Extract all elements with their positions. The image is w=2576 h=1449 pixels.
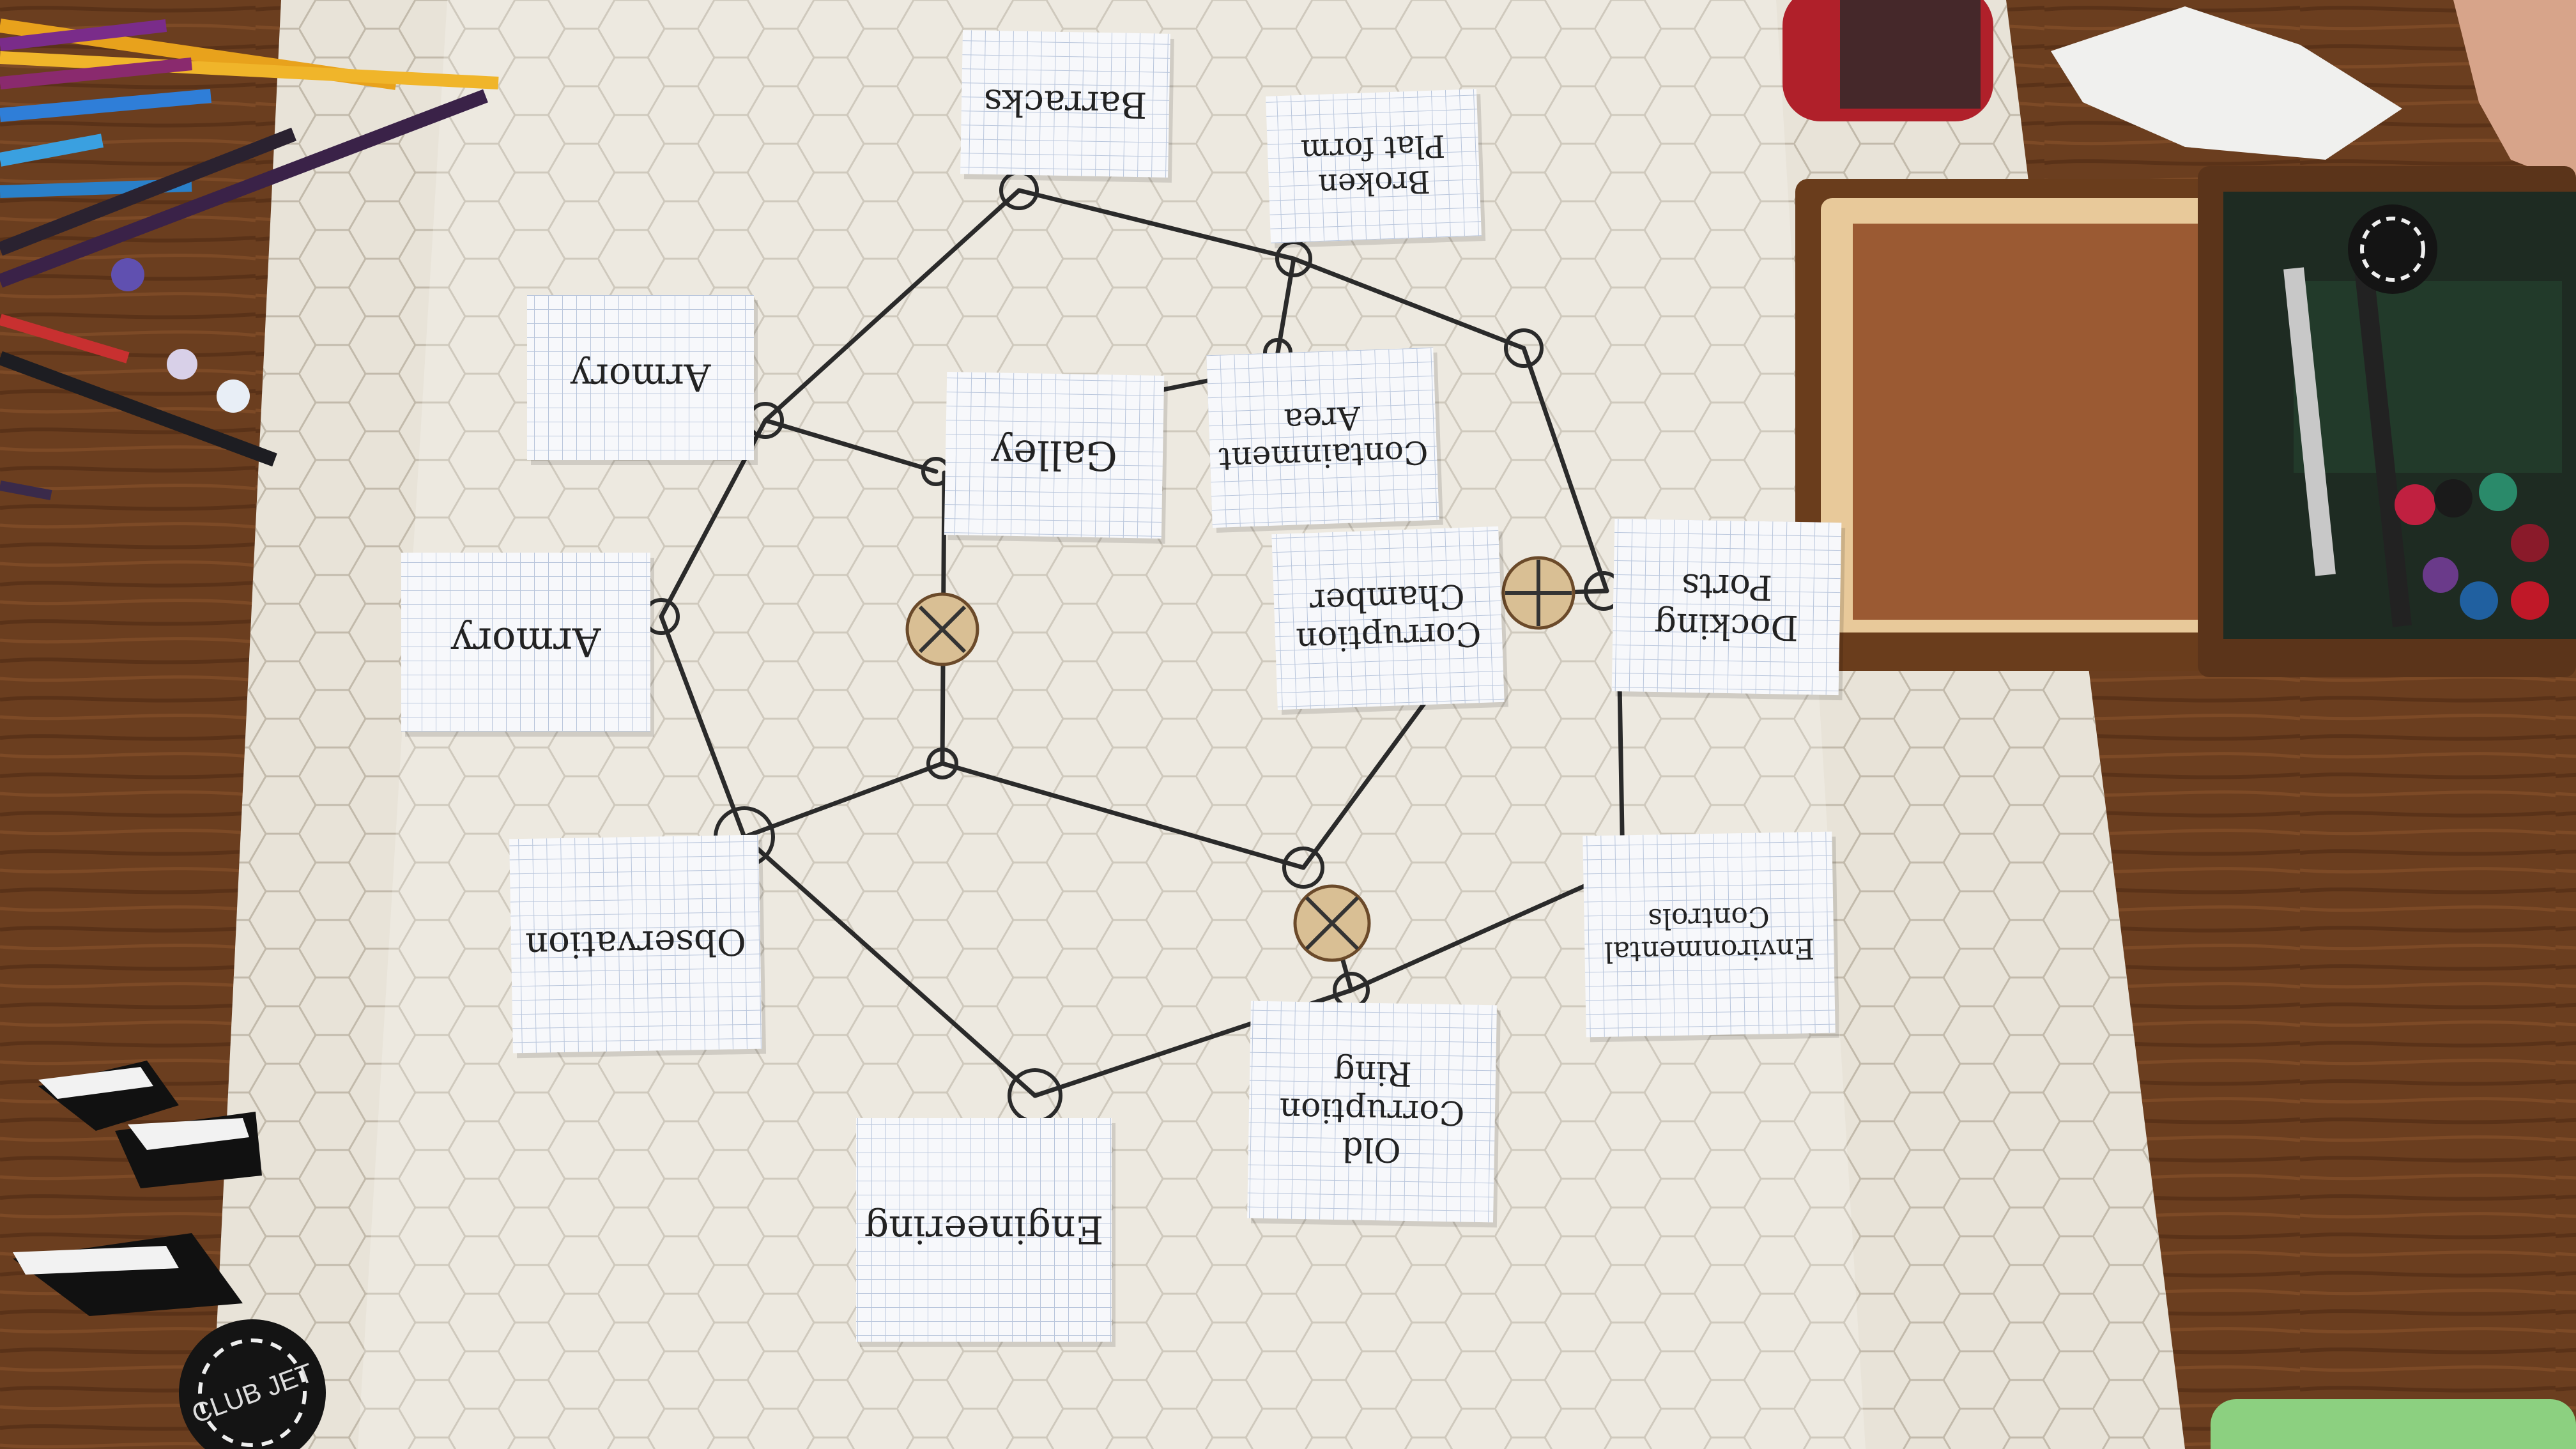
card-grid: [1266, 89, 1482, 243]
room-card-armory-top: Armory: [527, 295, 758, 465]
room-label-line: Area: [1284, 399, 1361, 439]
tissue: [2051, 6, 2402, 160]
room-card-engineering: Engineering: [856, 1118, 1116, 1347]
room-card-armory-left: Armory: [401, 553, 654, 737]
card-label-group: Barracks: [983, 81, 1147, 125]
room-label-line: Plat form: [1300, 128, 1446, 169]
room-card-observation: Observation: [509, 834, 767, 1059]
die: [217, 379, 250, 413]
card-grid: [509, 834, 762, 1054]
card-grid: [1583, 831, 1836, 1038]
card-label-group: Armory: [450, 618, 601, 665]
drink-can: [1782, 0, 1993, 121]
colored-pencils: [0, 19, 499, 500]
room-label-line: Broken: [1317, 164, 1430, 203]
door-token: [905, 592, 979, 666]
card-grid: [527, 295, 754, 460]
room-label-line: Armory: [570, 356, 711, 399]
dice-box: [1795, 166, 2576, 677]
room-label-line: Ring: [1333, 1053, 1413, 1092]
room-label-line: Ports: [1682, 566, 1773, 608]
door-token: [1501, 556, 1575, 630]
card-label-group: Observation: [525, 921, 747, 966]
card-grid: [944, 372, 1165, 539]
card-grid: [1247, 1000, 1497, 1223]
card-label-group: Galley: [990, 431, 1117, 479]
poker-chip: CLUB JET: [179, 1319, 326, 1449]
map-connections: [659, 188, 1625, 1098]
room-label-line: Corruption: [1296, 614, 1482, 659]
hand: [2453, 0, 2576, 185]
room-label-line: Galley: [990, 431, 1117, 479]
room-label-line: Containment: [1218, 434, 1429, 478]
die: [167, 349, 197, 379]
door-token: [1293, 884, 1371, 962]
paper-minis: [13, 1061, 262, 1316]
water-bottle: [2211, 1399, 2576, 1449]
room-label-line: Chamber: [1309, 576, 1466, 620]
room-label-line: Environmental: [1604, 932, 1814, 969]
room-label-line: Observation: [525, 921, 747, 966]
card-grid: [1271, 526, 1505, 710]
card-grid: [960, 30, 1170, 178]
card-label-group: Engineering: [864, 1207, 1104, 1252]
card-grid: [1611, 518, 1842, 696]
room-label-line: Barracks: [983, 81, 1147, 125]
room-label-line: Corruption: [1279, 1090, 1465, 1131]
room-label-line: Engineering: [864, 1207, 1104, 1252]
card-grid: [856, 1118, 1112, 1342]
room-label-line: Docking: [1654, 605, 1798, 648]
card-grid: [401, 553, 650, 732]
card-label-group: Armory: [570, 356, 711, 399]
room-card-barracks: Barracks: [960, 30, 1174, 183]
card-grid: [1206, 347, 1439, 528]
die: [111, 258, 144, 291]
room-label-line: Armory: [450, 618, 601, 665]
room-label-line: Controls: [1648, 900, 1770, 935]
room-card-galley: Galley: [944, 372, 1169, 544]
room-label-line: Old: [1342, 1130, 1402, 1169]
